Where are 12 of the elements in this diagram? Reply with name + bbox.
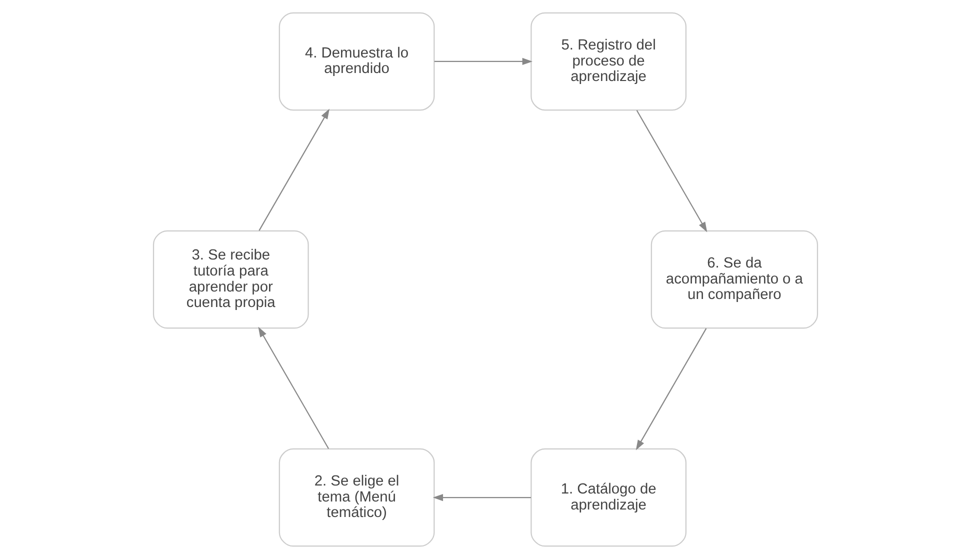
node-box: 6. Se da acompañamiento o a un compañero <box>650 230 818 329</box>
arrow <box>636 328 707 450</box>
node-box: 5. Registro del proceso de aprendizaje <box>530 12 687 111</box>
arrow <box>258 326 330 449</box>
node-box: 2. Se elige el tema (Menú temático) <box>278 448 435 547</box>
node-box: 1. Catálogo de aprendizaje <box>530 448 687 547</box>
node-box: 3. Se recibe tutoría para aprender por cuenta propia <box>152 230 309 329</box>
arrow <box>432 494 531 502</box>
arrow <box>434 58 532 66</box>
arrow <box>636 110 708 232</box>
node-box: 4. Demuestra lo aprendido <box>278 12 435 111</box>
arrow <box>258 108 330 231</box>
